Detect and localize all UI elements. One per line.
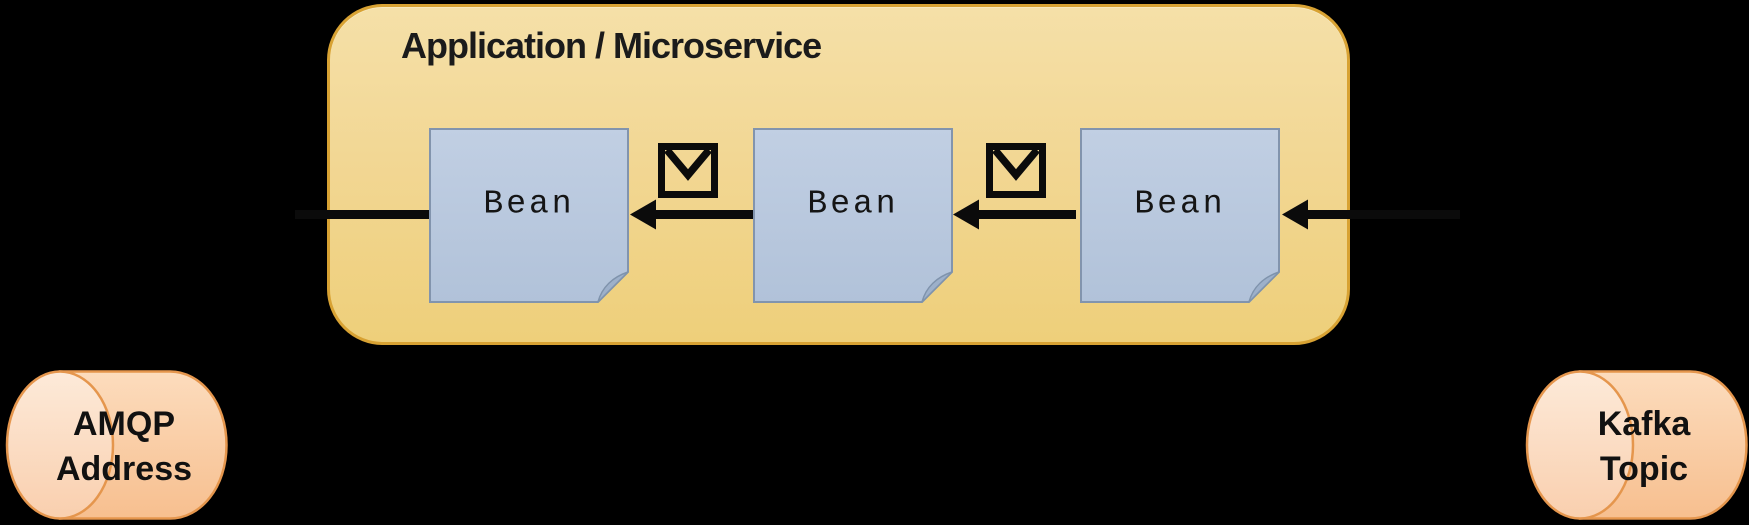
- amqp-address-label: AMQP Address: [26, 402, 222, 492]
- envelope-icon: [986, 143, 1046, 198]
- folded-note-shape: [1080, 128, 1280, 303]
- envelope-icon: [658, 143, 718, 198]
- bean-node-2: Bean: [753, 128, 953, 303]
- folded-note-shape: [429, 128, 629, 303]
- bean-node-3: Bean: [1080, 128, 1280, 303]
- bean-node-1: Bean: [429, 128, 629, 303]
- bean-label: Bean: [807, 185, 899, 223]
- kafka-topic-cylinder: Kafka Topic: [1524, 370, 1748, 520]
- label-line-2: Address: [55, 450, 193, 488]
- bean-label: Bean: [483, 185, 575, 223]
- label-line-1: AMQP: [73, 405, 175, 443]
- amqp-address-cylinder: AMQP Address: [4, 370, 228, 520]
- kafka-topic-label: Kafka Topic: [1546, 402, 1742, 492]
- label-line-2: Topic: [1599, 450, 1689, 488]
- cylinder-shape: [1525, 370, 1748, 520]
- bean-label: Bean: [1134, 185, 1226, 223]
- cylinder-shape: [5, 370, 228, 520]
- label-line-1: Kafka: [1597, 405, 1691, 443]
- application-title: Application / Microservice: [401, 25, 822, 66]
- folded-note-shape: [753, 128, 953, 303]
